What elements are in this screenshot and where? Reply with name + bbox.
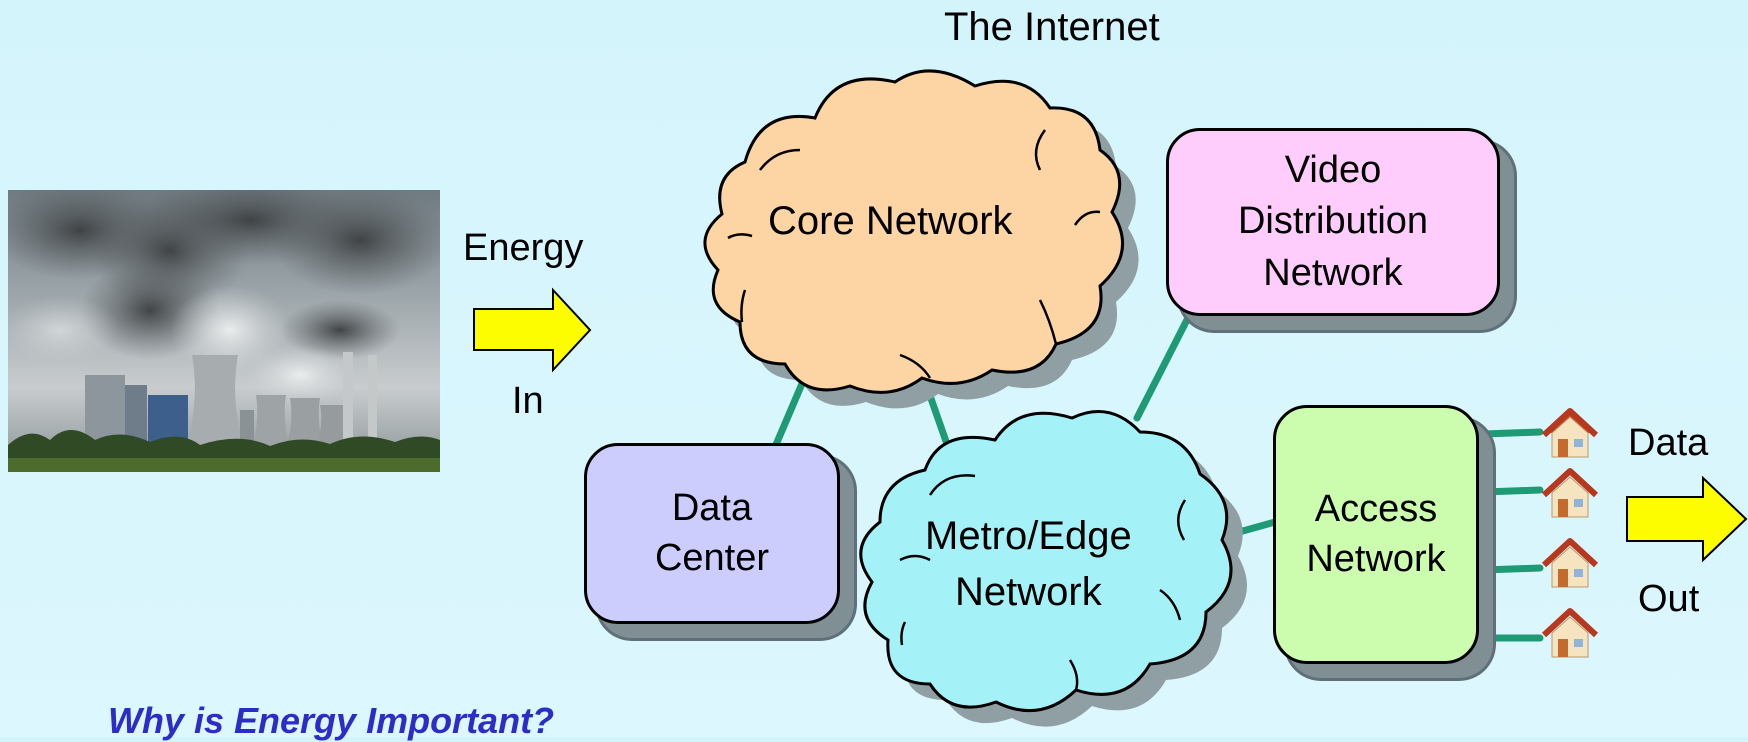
diagram-title: The Internet bbox=[944, 5, 1160, 49]
metro-edge-network-label: Metro/Edge Network bbox=[925, 508, 1132, 620]
data-out-label-bottom: Out bbox=[1638, 578, 1700, 620]
video-label-line3: Network bbox=[1263, 251, 1403, 294]
core-network-label: Core Network bbox=[768, 199, 1013, 243]
data-center-label-line2: Center bbox=[654, 536, 770, 579]
video-label-line2: Distribution bbox=[1237, 200, 1429, 243]
data-out-label-top: Data bbox=[1628, 422, 1709, 464]
energy-in-arrow bbox=[473, 287, 592, 373]
house-icon bbox=[1541, 408, 1599, 458]
power-plant-photo bbox=[8, 190, 440, 472]
core-network-cloud bbox=[703, 69, 1139, 409]
data-center-label-line1: Data bbox=[671, 487, 753, 530]
energy-in-label-bottom: In bbox=[512, 380, 544, 422]
access-label-line1: Access bbox=[1314, 488, 1438, 531]
house-icons bbox=[1541, 408, 1599, 658]
metro-edge-label-line2: Network bbox=[955, 570, 1102, 614]
house-icon bbox=[1541, 538, 1599, 588]
access-network-box: Access Network bbox=[1273, 405, 1479, 664]
access-label-line2: Network bbox=[1306, 537, 1446, 580]
data-center-box: Data Center bbox=[584, 443, 840, 624]
house-icon bbox=[1541, 608, 1599, 658]
metro-edge-network-cloud bbox=[859, 410, 1247, 727]
section-heading: Why is Energy Important? bbox=[108, 700, 555, 741]
video-distribution-network-box: Video Distribution Network bbox=[1166, 128, 1500, 316]
video-label-line1: Video bbox=[1284, 149, 1382, 192]
energy-in-label-top: Energy bbox=[463, 227, 584, 269]
metro-edge-label-line1: Metro/Edge bbox=[925, 514, 1132, 558]
data-out-arrow bbox=[1626, 475, 1748, 563]
house-icon bbox=[1541, 468, 1599, 518]
